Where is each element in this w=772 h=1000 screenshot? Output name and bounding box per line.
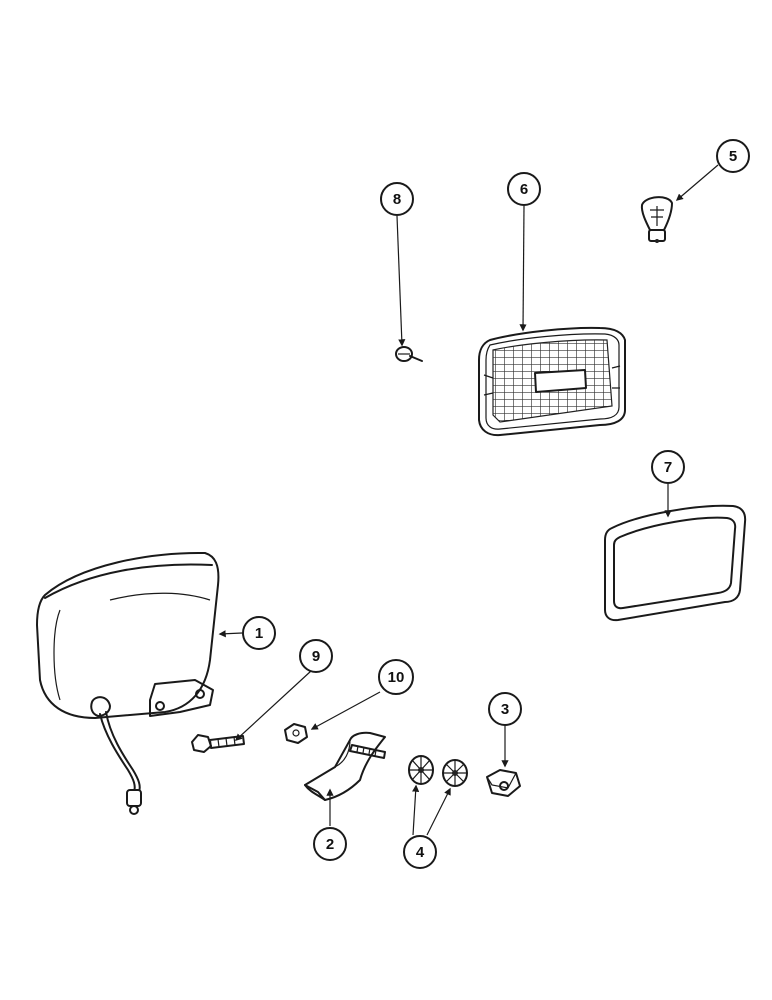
callout-9: 9	[299, 639, 333, 673]
svg-text:10: 10	[388, 669, 405, 686]
leader-lines	[218, 164, 719, 836]
bolt-part	[191, 734, 245, 753]
callout-7: 7	[651, 450, 685, 484]
svg-text:1: 1	[255, 625, 263, 642]
svg-text:7: 7	[664, 459, 672, 476]
svg-text:8: 8	[393, 191, 401, 208]
callout-5: 5	[716, 139, 750, 173]
callout-1: 1	[242, 616, 276, 650]
svg-text:5: 5	[729, 148, 737, 165]
svg-text:2: 2	[326, 836, 334, 853]
svg-text:6: 6	[520, 181, 528, 198]
callout-3: 3	[488, 692, 522, 726]
mounting-bracket-part	[304, 731, 386, 801]
callout-6: 6	[507, 172, 541, 206]
screw-part	[395, 346, 423, 362]
callout-8: 8	[380, 182, 414, 216]
callout-2: 2	[313, 827, 347, 861]
nut-small-part	[284, 723, 308, 744]
callout-4: 4	[403, 835, 437, 869]
lamp-housing-part	[36, 551, 220, 815]
bulb-part	[640, 196, 673, 243]
svg-text:9: 9	[312, 648, 320, 665]
svg-text:3: 3	[501, 701, 509, 718]
nut-part	[486, 769, 521, 797]
svg-text:4: 4	[416, 844, 425, 861]
gasket-part	[604, 504, 747, 622]
callout-10: 10	[378, 659, 414, 695]
lens-assembly-part	[478, 326, 626, 437]
washers-part	[408, 755, 468, 787]
